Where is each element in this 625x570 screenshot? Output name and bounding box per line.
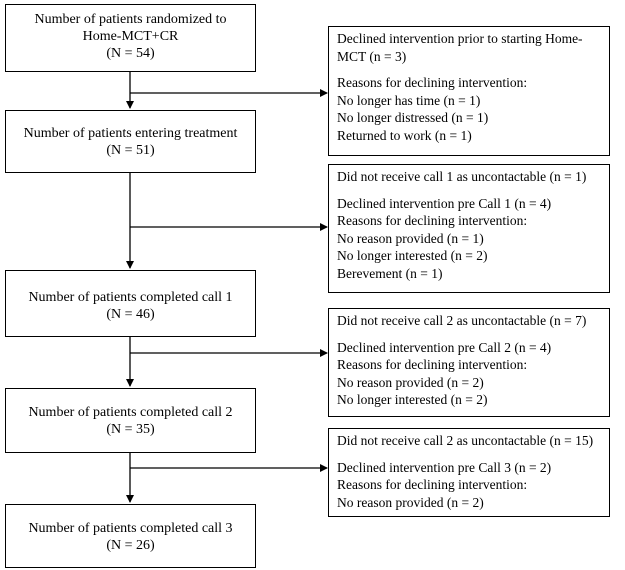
completed-call2-title: Number of patients completed call 2 [28, 405, 233, 420]
exclusion-2-line-4: No reason provided (n = 1) [337, 230, 484, 246]
exclusion-box-prestart: Declined intervention prior to starting … [328, 26, 610, 156]
exclusion-4-line-2: Declined intervention pre Call 3 (n = 2) [337, 459, 552, 475]
exclusion-3-line-5: No longer interested (n = 2) [337, 392, 488, 408]
exclusion-1-line-0: Declined intervention prior to starting … [337, 31, 583, 64]
exclusion-4-line-0: Did not receive call 2 as uncontactable … [337, 433, 594, 448]
entering-treatment-count: (N = 51) [106, 143, 155, 158]
exclusion-4-line-4: No reason provided (n = 2) [337, 494, 484, 510]
entering-treatment-title: Number of patients entering treatment [23, 126, 238, 141]
randomized-count: (N = 54) [106, 46, 155, 61]
completed-call3-title: Number of patients completed call 3 [28, 521, 233, 536]
completed-call3-box: Number of patients completed call 3 (N =… [5, 504, 256, 568]
exclusion-3-line-4: No reason provided (n = 2) [337, 374, 484, 390]
exclusion-box-call2: Did not receive call 2 as uncontactable … [328, 308, 610, 417]
randomized-box: Number of patients randomized to Home-MC… [5, 4, 256, 72]
exclusion-2-line-2: Declined intervention pre Call 1 (n = 4) [337, 195, 552, 211]
randomized-title: Number of patients randomized to Home-MC… [34, 12, 227, 44]
exclusion-3-line-3: Reasons for declining intervention: [337, 357, 528, 373]
completed-call1-box: Number of patients completed call 1 (N =… [5, 270, 256, 337]
exclusion-2-line-0: Did not receive call 1 as uncontactable … [337, 169, 587, 184]
exclusion-2-line-5: No longer interested (n = 2) [337, 248, 488, 264]
exclusion-1-line-5: Returned to work (n = 1) [337, 127, 472, 143]
entering-treatment-box: Number of patients entering treatment (N… [5, 110, 256, 173]
exclusion-2-line-3: Reasons for declining intervention: [337, 213, 528, 229]
completed-call2-count: (N = 35) [106, 422, 155, 437]
exclusion-1-line-2: Reasons for declining intervention: [337, 75, 528, 91]
exclusion-3-line-0: Did not receive call 2 as uncontactable … [337, 313, 587, 328]
exclusion-3-line-2: Declined intervention pre Call 2 (n = 4) [337, 339, 552, 355]
exclusion-1-line-3: No longer has time (n = 1) [337, 92, 481, 108]
exclusion-2-line-6: Berevement (n = 1) [337, 265, 443, 281]
exclusion-box-call3: Did not receive call 2 as uncontactable … [328, 428, 610, 517]
exclusion-4-line-3: Reasons for declining intervention: [337, 477, 528, 493]
exclusion-1-line-4: No longer distressed (n = 1) [337, 110, 489, 126]
completed-call1-count: (N = 46) [106, 307, 155, 322]
completed-call1-title: Number of patients completed call 1 [28, 290, 233, 305]
completed-call3-count: (N = 26) [106, 538, 155, 553]
exclusion-box-call1: Did not receive call 1 as uncontactable … [328, 164, 610, 293]
completed-call2-box: Number of patients completed call 2 (N =… [5, 388, 256, 453]
